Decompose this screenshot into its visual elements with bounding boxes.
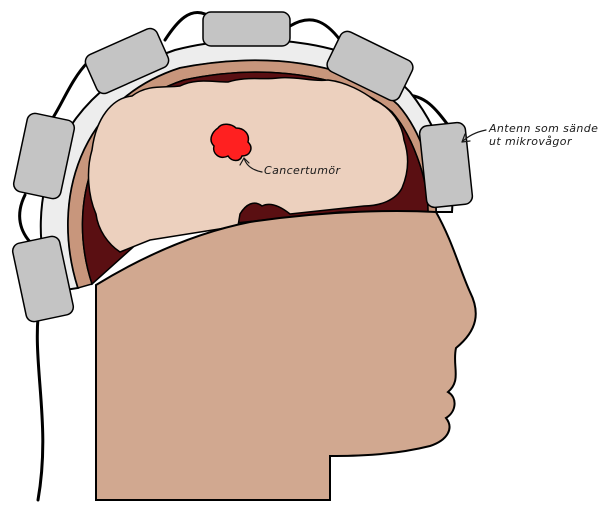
face: [96, 211, 476, 500]
tumor-label: Cancertumör: [264, 164, 341, 177]
cable-top-left: [165, 12, 205, 40]
cable-down: [37, 300, 43, 500]
antenna-top-center: [203, 12, 290, 46]
antenna-label-line1: Antenn som sänder: [488, 122, 598, 135]
antenna-label-line2: ut mikrovågor: [489, 135, 573, 148]
cable-left-lower: [20, 195, 32, 244]
cable-top-right: [290, 20, 340, 40]
